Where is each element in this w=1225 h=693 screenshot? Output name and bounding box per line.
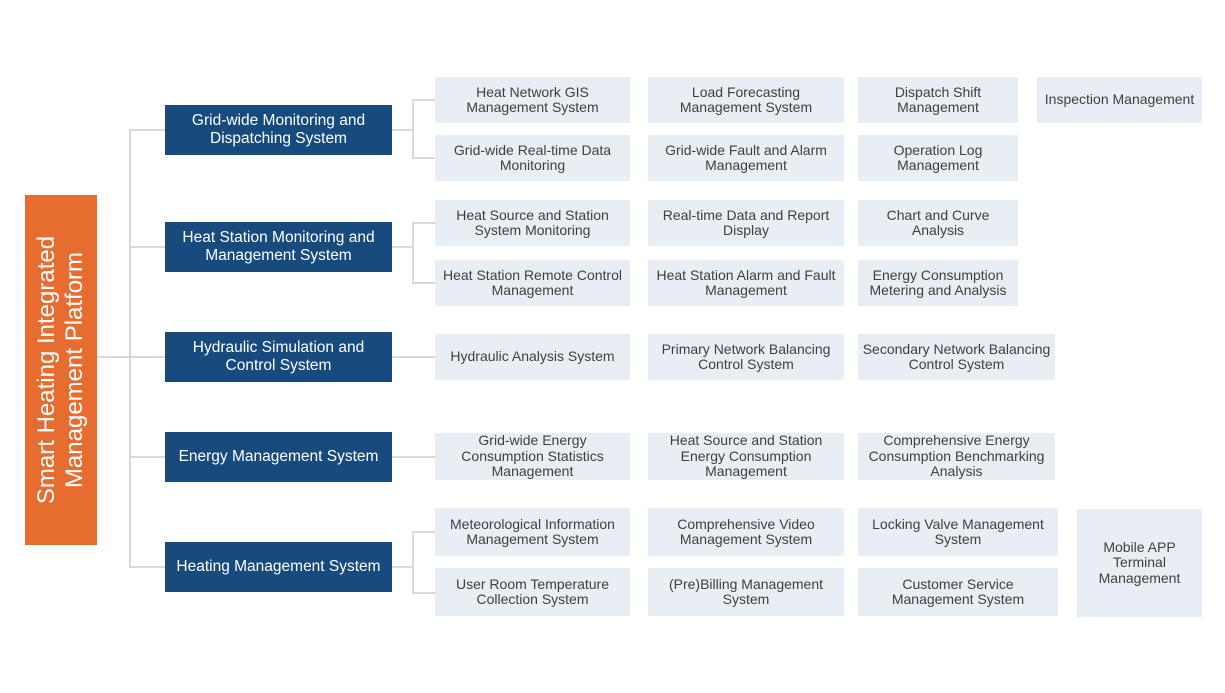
module-heat-station-remote-control: Heat Station Remote Control Management [435, 260, 630, 306]
platform-box: Smart Heating Integrated Management Plat… [25, 195, 97, 545]
connector-line [392, 246, 414, 248]
module-heat-source-station-monitoring: Heat Source and Station System Monitorin… [435, 200, 630, 246]
connector-line [412, 222, 414, 284]
module-gridwide-fault-alarm: Grid-wide Fault and Alarm Management [648, 135, 844, 181]
connector-line [413, 157, 435, 159]
module-mobile-app-terminal: Mobile APP Terminal Management [1077, 509, 1202, 617]
module-chart-curve-analysis: Chart and Curve Analysis [858, 200, 1018, 246]
module-comprehensive-video: Comprehensive Video Management System [648, 508, 844, 556]
connector-line [413, 592, 435, 594]
module-secondary-network-balancing: Secondary Network Balancing Control Syst… [858, 334, 1055, 380]
module-inspection: Inspection Management [1037, 77, 1202, 123]
module-primary-network-balancing: Primary Network Balancing Control System [648, 334, 844, 380]
module-heat-station-alarm-fault: Heat Station Alarm and Fault Management [648, 260, 844, 306]
module-gridwide-energy-statistics: Grid-wide Energy Consumption Statistics … [435, 433, 630, 480]
connector-line [413, 222, 435, 224]
connector-line [97, 356, 165, 358]
module-heat-source-energy-consumption: Heat Source and Station Energy Consumpti… [648, 433, 844, 480]
connector-line [392, 356, 435, 358]
module-meteorological-information: Meteorological Information Management Sy… [435, 508, 630, 556]
platform-label: Smart Heating Integrated Management Plat… [32, 235, 88, 505]
connector-line [413, 282, 435, 284]
connector-line [130, 129, 165, 131]
module-gridwide-realtime-data: Grid-wide Real-time Data Monitoring [435, 135, 630, 181]
connector-line [413, 99, 435, 101]
connector-line [130, 456, 165, 458]
module-customer-service: Customer Service Management System [858, 568, 1058, 616]
section-heat-station-monitoring-management: Heat Station Monitoring and Management S… [165, 222, 392, 272]
section-grid-wide-monitoring-dispatching: Grid-wide Monitoring and Dispatching Sys… [165, 105, 392, 155]
connector-line [412, 531, 414, 594]
section-hydraulic-simulation-control: Hydraulic Simulation and Control System [165, 332, 392, 382]
module-locking-valve: Locking Valve Management System [858, 508, 1058, 556]
connector-line [392, 129, 414, 131]
module-load-forecasting: Load Forecasting Management System [648, 77, 844, 123]
connector-line [392, 456, 435, 458]
module-dispatch-shift: Dispatch Shift Management [858, 77, 1018, 123]
module-user-room-temperature: User Room Temperature Collection System [435, 568, 630, 616]
module-operation-log: Operation Log Management [858, 135, 1018, 181]
connector-line [130, 566, 165, 568]
connector-line [413, 531, 435, 533]
module-energy-benchmarking-analysis: Comprehensive Energy Consumption Benchma… [858, 433, 1055, 480]
section-energy-management: Energy Management System [165, 432, 392, 482]
connector-line [412, 99, 414, 159]
section-heating-management: Heating Management System [165, 542, 392, 592]
module-realtime-data-report: Real-time Data and Report Display [648, 200, 844, 246]
connector-line [130, 246, 165, 248]
connector-line [129, 129, 131, 568]
module-heat-network-gis: Heat Network GIS Management System [435, 77, 630, 123]
connector-line [392, 566, 414, 568]
module-pre-billing: (Pre)Billing Management System [648, 568, 844, 616]
module-hydraulic-analysis: Hydraulic Analysis System [435, 334, 630, 380]
module-energy-metering-analysis: Energy Consumption Metering and Analysis [858, 260, 1018, 306]
